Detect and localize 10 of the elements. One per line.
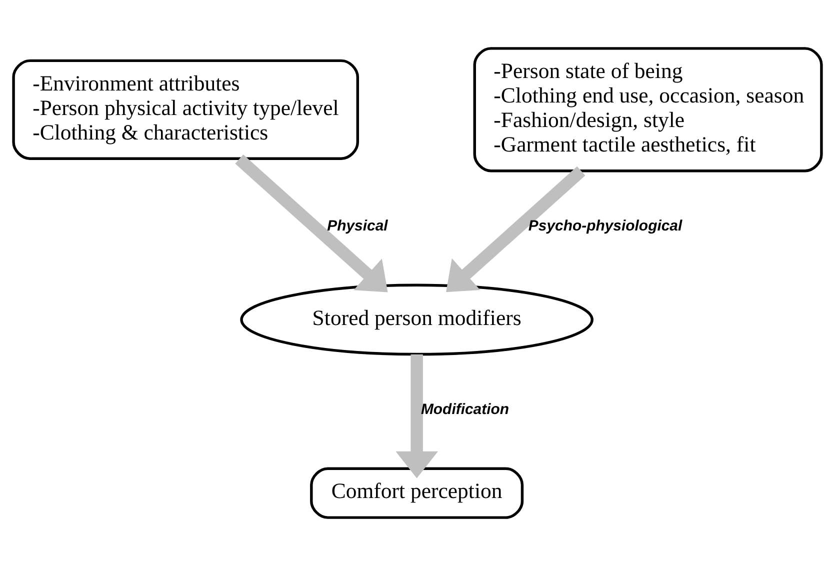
- node-box: -Environment attributes -Person physical activity type/level -Clothing & characteristics: [12, 58, 360, 160]
- edge-label: Physical: [327, 216, 388, 234]
- edge-label: Modification: [420, 400, 510, 418]
- arrow: [396, 354, 438, 478]
- node-box: Comfort perception: [310, 466, 524, 518]
- node-ellipse: Stored person modifiers: [240, 283, 594, 356]
- node-box: -Person state of being -Clothing end use, occasion, season -Fashion/design, style -Garment tactile aesthetics, fit: [473, 46, 823, 172]
- arrow: [446, 166, 586, 292]
- edge-label: Psycho-physiological: [528, 216, 682, 234]
- arrow: [235, 154, 388, 292]
